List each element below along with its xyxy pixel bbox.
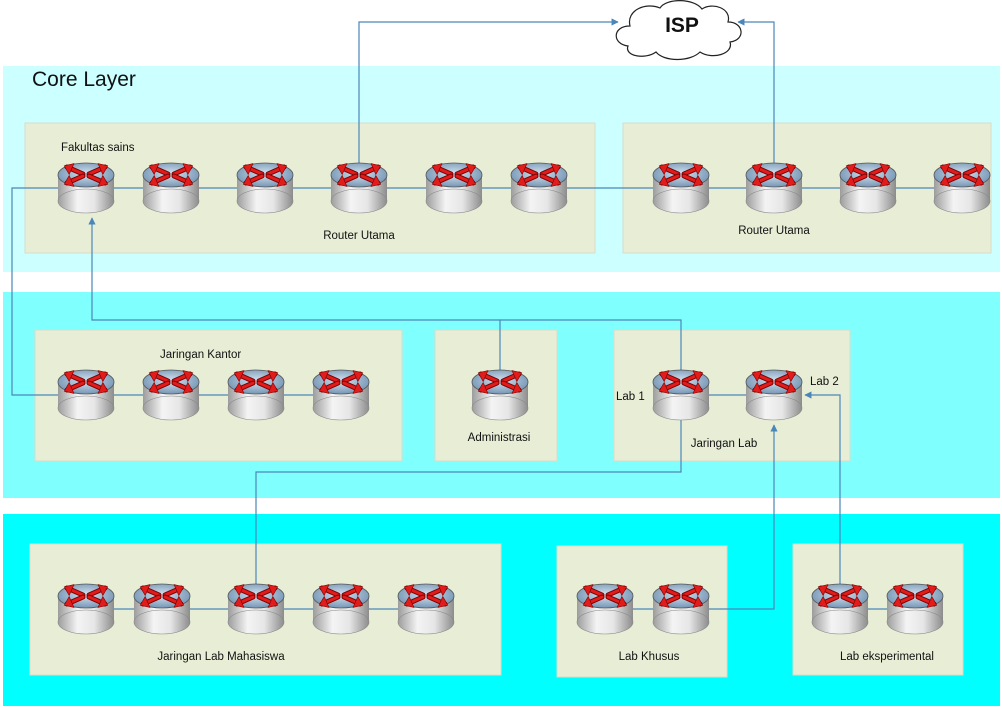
jaringan-kantor-label: Jaringan Kantor bbox=[160, 349, 241, 361]
connection-line bbox=[804, 391, 841, 609]
jaringan-lab-mahasiswa-label: Jaringan Lab Mahasiswa bbox=[157, 651, 285, 663]
router-icon[interactable] bbox=[576, 581, 634, 635]
lab2-label: Lab 2 bbox=[810, 376, 839, 388]
router-icon[interactable] bbox=[57, 581, 115, 635]
router-icon[interactable] bbox=[227, 581, 285, 635]
router-icon[interactable] bbox=[839, 160, 897, 214]
core-layer-title: Core Layer bbox=[32, 68, 136, 91]
routers bbox=[57, 160, 991, 635]
router-icon[interactable] bbox=[57, 367, 115, 421]
router-icon[interactable] bbox=[397, 581, 455, 635]
administrasi-label: Administrasi bbox=[468, 432, 531, 444]
jaringan-lab-label: Jaringan Lab bbox=[691, 438, 758, 450]
router-utama-right-label: Router Utama bbox=[738, 225, 810, 237]
lab-eksperimental-label: Lab eksperimental bbox=[840, 651, 934, 663]
router-icon[interactable] bbox=[142, 367, 200, 421]
router-icon[interactable] bbox=[745, 160, 803, 214]
router-icon[interactable] bbox=[133, 581, 191, 635]
lab1-label: Lab 1 bbox=[616, 391, 645, 403]
router-icon[interactable] bbox=[425, 160, 483, 214]
router-icon[interactable] bbox=[312, 581, 370, 635]
connection-line bbox=[88, 217, 501, 395]
connection-line bbox=[255, 395, 682, 609]
isp-label: ISP bbox=[665, 14, 699, 37]
router-icon[interactable] bbox=[886, 581, 944, 635]
router-icon[interactable] bbox=[471, 367, 529, 421]
router-icon[interactable] bbox=[933, 160, 991, 214]
router-icon[interactable] bbox=[227, 367, 285, 421]
router-icon[interactable] bbox=[652, 581, 710, 635]
connection-line bbox=[358, 18, 619, 188]
router-icon[interactable] bbox=[811, 581, 869, 635]
connection-line bbox=[737, 18, 775, 188]
isp-cloud bbox=[615, 0, 742, 61]
router-utama-left-label: Router Utama bbox=[323, 230, 395, 242]
router-icon[interactable] bbox=[652, 367, 710, 421]
router-icon[interactable] bbox=[236, 160, 294, 214]
router-icon[interactable] bbox=[652, 160, 710, 214]
router-icon[interactable] bbox=[312, 367, 370, 421]
router-icon[interactable] bbox=[142, 160, 200, 214]
lab-khusus-label: Lab Khusus bbox=[619, 651, 680, 663]
router-icon[interactable] bbox=[57, 160, 115, 214]
fakultas-sains-label: Fakultas sains bbox=[61, 142, 135, 154]
router-icon[interactable] bbox=[330, 160, 388, 214]
router-icon[interactable] bbox=[510, 160, 568, 214]
router-icon[interactable] bbox=[745, 367, 803, 421]
